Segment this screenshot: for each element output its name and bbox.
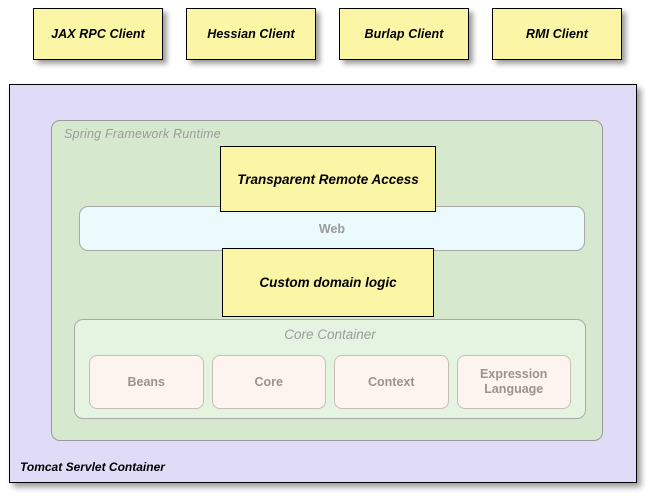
client-box-hessian[interactable]: Hessian Client (186, 8, 316, 60)
client-box-label: Hessian Client (207, 27, 295, 41)
spring-framework-runtime-label: Spring Framework Runtime (64, 127, 221, 141)
core-module-label: Beans (127, 374, 166, 389)
tomcat-servlet-container-label: Tomcat Servlet Container (20, 460, 165, 474)
core-module-beans[interactable]: Beans (89, 355, 204, 409)
core-module-context[interactable]: Context (334, 355, 449, 409)
client-row: JAX RPC Client Hessian Client Burlap Cli… (0, 0, 647, 84)
client-box-jax-rpc[interactable]: JAX RPC Client (33, 8, 163, 60)
core-module-label: Context (367, 374, 415, 389)
client-box-label: Burlap Client (364, 27, 444, 41)
client-box-burlap[interactable]: Burlap Client (339, 8, 469, 60)
transparent-remote-access-label: Transparent Remote Access (237, 171, 419, 187)
client-box-rmi[interactable]: RMI Client (492, 8, 622, 60)
core-container-label: Core Container (284, 327, 376, 342)
web-layer-label: Web (318, 221, 346, 236)
client-box-label: RMI Client (525, 27, 589, 41)
core-module-label: Expression Language (480, 367, 548, 396)
custom-domain-logic-box[interactable]: Custom domain logic (222, 248, 434, 317)
core-container: Core Container Beans Core Context Expres… (74, 319, 586, 419)
core-module-expression-language[interactable]: Expression Language (456, 355, 571, 409)
web-layer: Web (79, 206, 585, 251)
client-box-label: JAX RPC Client (51, 27, 145, 41)
core-module-core[interactable]: Core (211, 355, 326, 409)
core-module-label: Core (254, 374, 283, 389)
custom-domain-logic-label: Custom domain logic (259, 275, 397, 290)
core-container-modules: Beans Core Context Expression Language (85, 355, 575, 409)
transparent-remote-access-box[interactable]: Transparent Remote Access (220, 146, 436, 212)
